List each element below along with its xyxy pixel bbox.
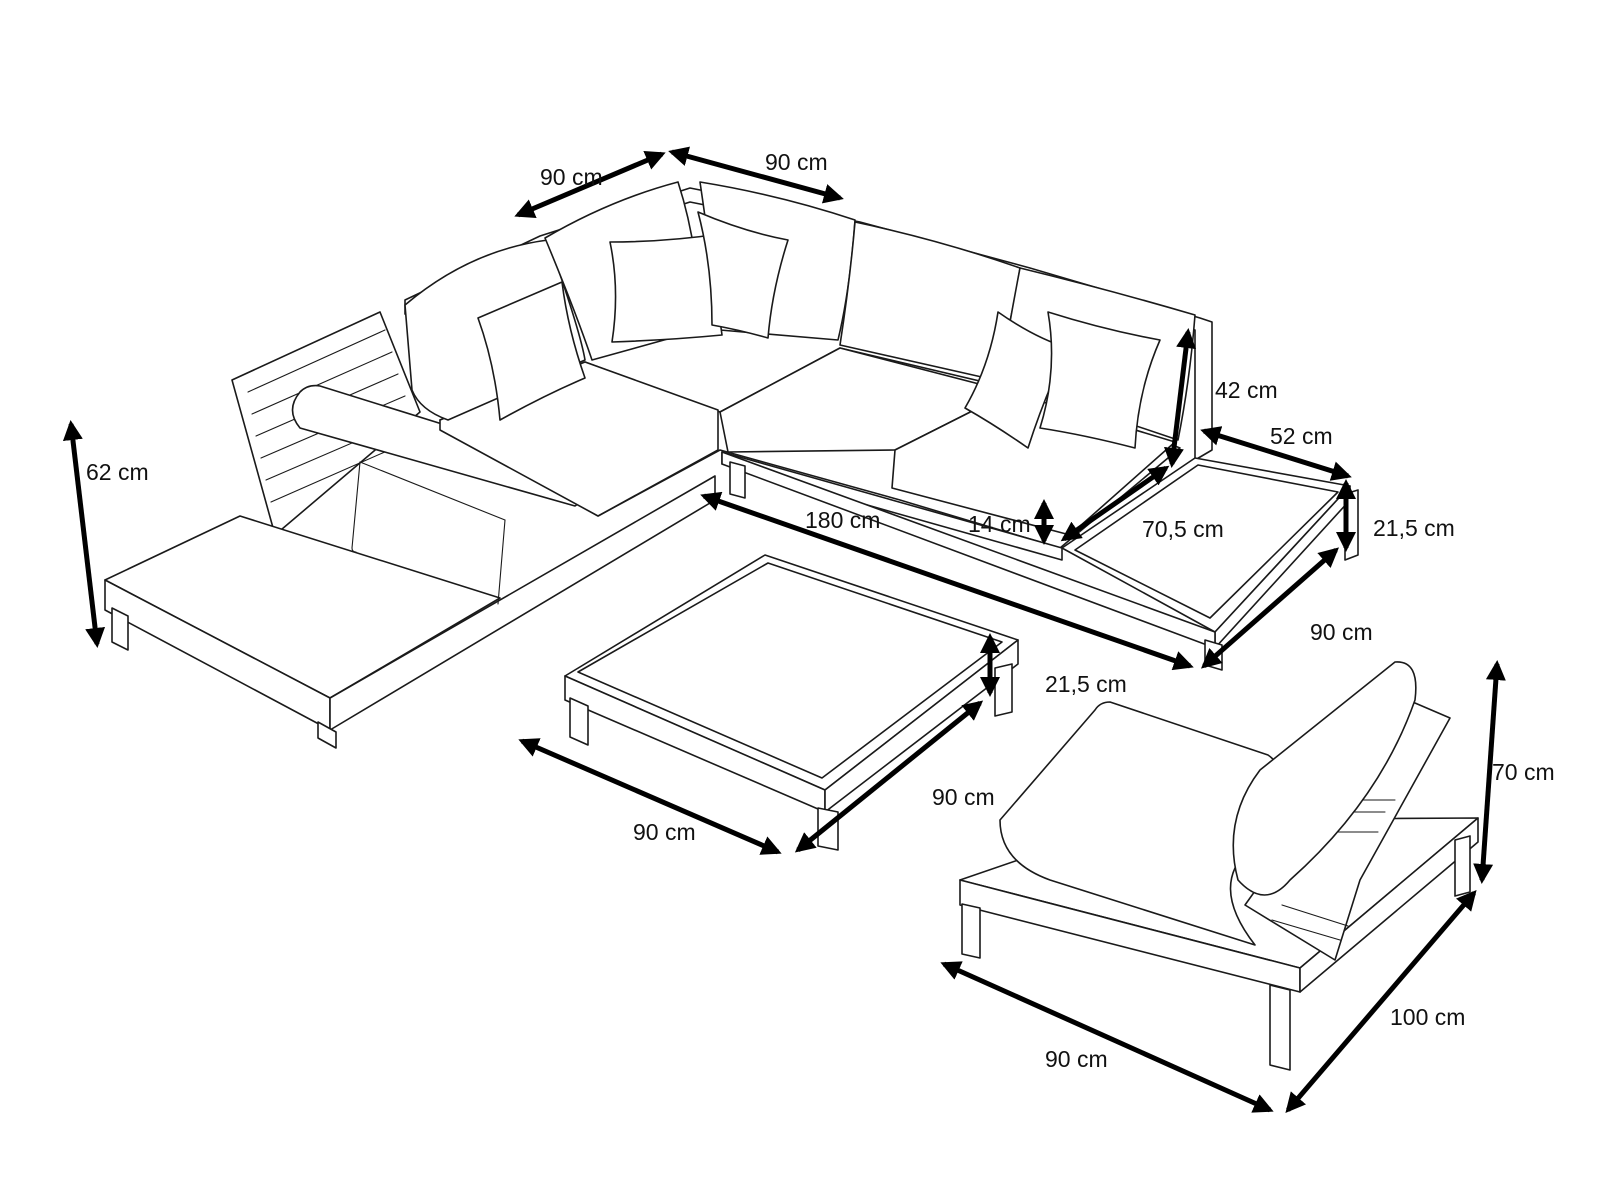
sofa-leg-middle [729, 461, 746, 499]
label-chair-height: 70 cm [1492, 759, 1555, 785]
throw-pillow-5 [1039, 311, 1161, 449]
label-corner-right-width: 90 cm [765, 149, 828, 175]
label-lounger-height: 62 cm [86, 459, 149, 485]
label-coffee-table-depth: 90 cm [932, 784, 995, 810]
throw-pillow-3 [697, 211, 789, 339]
coffee-table-leg-right [994, 663, 1013, 717]
label-chair-depth: 100 cm [1390, 1004, 1465, 1030]
dimension-labels: 90 cm 90 cm 62 cm 42 cm 52 cm 180 cm 14 … [86, 149, 1555, 1072]
lounger-leg-front-left [111, 607, 129, 651]
label-side-table-depth: 52 cm [1270, 423, 1333, 449]
chair-back-cushion [1232, 661, 1417, 896]
lounger-leg-front-right [317, 721, 337, 749]
label-seat-depth: 70,5 cm [1142, 516, 1224, 542]
label-backrest-height: 42 cm [1215, 377, 1278, 403]
chair-leg-left [961, 903, 981, 959]
throw-pillow-1 [477, 281, 586, 421]
label-side-table-height: 21,5 cm [1373, 515, 1455, 541]
label-chair-width: 90 cm [1045, 1046, 1108, 1072]
label-corner-left-width: 90 cm [540, 164, 603, 190]
label-seat-height: 14 cm [968, 511, 1031, 537]
coffee-table-leg-left [569, 697, 589, 746]
chair-leg-front [1269, 984, 1291, 1071]
label-coffee-table-height: 21,5 cm [1045, 671, 1127, 697]
lounger-base [104, 515, 501, 699]
label-sofa-length: 180 cm [805, 507, 880, 533]
chair-leg-right [1454, 835, 1471, 897]
dimension-arrows [62, 146, 1506, 1114]
label-sofa-depth: 90 cm [1310, 619, 1373, 645]
label-coffee-table-width: 90 cm [633, 819, 696, 845]
throw-pillow-2 [609, 233, 723, 343]
